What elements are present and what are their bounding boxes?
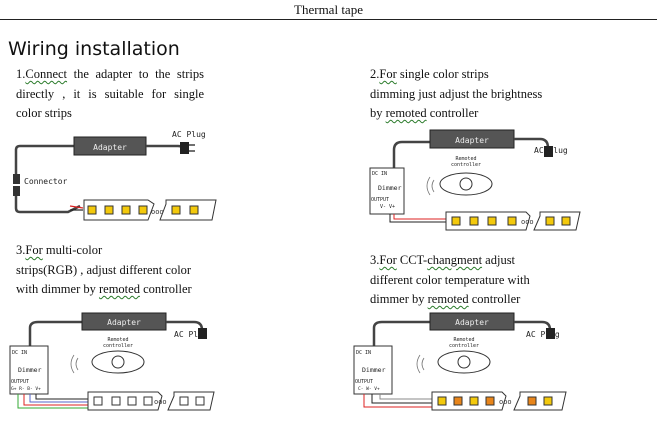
adapter-label: Adapter (455, 136, 489, 145)
svg-text:Remoted: Remoted (453, 337, 474, 343)
led (111, 396, 121, 406)
step-3-cct-text: 3.For CCT-changment adjust different col… (370, 251, 570, 310)
header-divider (0, 19, 657, 20)
led (195, 396, 205, 406)
led (143, 396, 153, 406)
adapter-label: Adapter (107, 318, 141, 327)
step-3-line-1: 3.For multi-color (16, 243, 103, 257)
step-1-line-2: directly , it is suitable for single (16, 86, 204, 101)
step-2-text: 2.For single color strips dimming just a… (370, 65, 570, 124)
svg-text:controller: controller (451, 162, 481, 168)
ac-plug-label: AC Plug (526, 330, 560, 339)
step-1-line-1: 1.Connect the adapter to the strips (16, 67, 204, 81)
dimmer-box (353, 345, 393, 395)
diagram-cct-dimmer: Adapter AC Plug DC IN Dimmer OUTPUT C- W… (353, 312, 567, 411)
led-strip-4: ooo (431, 391, 567, 411)
led (87, 205, 97, 215)
led (561, 216, 571, 226)
svg-text:ooo: ooo (521, 218, 534, 226)
strip-cable (14, 196, 81, 214)
step-3-line-3: with dimmer by remoted controller (16, 282, 192, 296)
ac-plug (198, 328, 207, 339)
led (127, 396, 137, 406)
led (545, 216, 555, 226)
ac-plug (544, 146, 553, 157)
led (469, 216, 479, 226)
adapter-label: Adapter (455, 318, 489, 327)
led (93, 396, 103, 406)
dimmer-label: Dimmer (378, 184, 402, 192)
svg-text:controller: controller (449, 343, 479, 349)
step-3-cct-line-1: 3.For CCT-changment adjust (370, 253, 516, 267)
section-title: Wiring installation (8, 38, 180, 60)
svg-text:G+ R- B- V+: G+ R- B- V+ (11, 386, 41, 392)
led (451, 216, 461, 226)
led (437, 396, 447, 406)
led (189, 205, 199, 215)
svg-text:ooo: ooo (154, 398, 167, 406)
ac-cable (146, 144, 186, 153)
signal-waves (70, 354, 79, 374)
connector-bottom (13, 186, 20, 196)
dimmer-label: Dimmer (362, 366, 386, 374)
ac-plug-label: AC Plug (534, 146, 568, 155)
svg-text:OUTPUT: OUTPUT (371, 197, 389, 203)
led (104, 205, 114, 215)
step-2-line-1: 2.For single color strips (370, 67, 489, 81)
header-title: Thermal tape (294, 2, 363, 17)
led (121, 205, 131, 215)
led-strip-2: ooo (445, 211, 581, 231)
led (527, 396, 537, 406)
diagram-single-color-dimmer: Adapter AC Plug DC IN Dimmer OUTPUT V- V… (369, 129, 581, 231)
svg-text:Remoted: Remoted (455, 156, 476, 162)
step-2-line-3: by remoted controller (370, 106, 479, 120)
svg-text:ooo: ooo (499, 398, 512, 406)
led (171, 205, 181, 215)
ac-plug (546, 328, 555, 339)
diagram-direct-connection: Adapter AC Plug Connector ooo (13, 130, 217, 221)
step-1-text: 1.Connect the adapter to the strips dire… (16, 65, 204, 124)
svg-text:OUTPUT: OUTPUT (355, 379, 373, 385)
svg-text:DC IN: DC IN (372, 171, 387, 177)
dimmer-box (9, 345, 49, 395)
led-strip-3: ooo (87, 391, 215, 411)
signal-waves (426, 176, 435, 196)
led (469, 396, 479, 406)
led (138, 205, 148, 215)
step-3-rgb-text: 3.For multi-color strips(RGB) , adjust d… (16, 241, 216, 300)
ac-plug-label: AC Plug (174, 330, 208, 339)
signal-waves (416, 354, 425, 374)
svg-text:V- V+: V- V+ (380, 204, 395, 210)
step-3-cct-line-2: different color temperature with (370, 272, 530, 287)
dimmer-box (369, 167, 405, 215)
diagram-rgb-dimmer: Adapter AC Plug DC IN Dimmer OUTPUT G+ R… (9, 312, 215, 411)
svg-text:C- W- V+: C- W- V+ (358, 386, 380, 392)
svg-text:DC IN: DC IN (356, 350, 371, 356)
adapter-label: Adapter (93, 143, 127, 152)
step-2-line-2: dimming just adjust the brightness (370, 86, 543, 101)
ac-plug (180, 142, 189, 154)
svg-text:OUTPUT: OUTPUT (11, 379, 29, 385)
led (179, 396, 189, 406)
led (507, 216, 517, 226)
led (487, 216, 497, 226)
dimmer-label: Dimmer (18, 366, 42, 374)
connector-label: Connector (24, 177, 68, 186)
step-1-line-3: color strips (16, 106, 72, 120)
led (543, 396, 553, 406)
svg-text:Remoted: Remoted (107, 337, 128, 343)
led (453, 396, 463, 406)
led-strip-1: ooo (83, 199, 217, 221)
svg-text:controller: controller (103, 343, 133, 349)
svg-text:ooo: ooo (151, 208, 164, 216)
led (485, 396, 495, 406)
ac-plug-label: AC Plug (172, 130, 206, 139)
adapter-cable-left (14, 144, 74, 174)
step-3-line-2: strips(RGB) , adjust different color (16, 262, 192, 277)
svg-text:DC IN: DC IN (12, 350, 27, 356)
connector-top (13, 174, 20, 184)
step-3-cct-line-3: dimmer by remoted controller (370, 292, 521, 306)
